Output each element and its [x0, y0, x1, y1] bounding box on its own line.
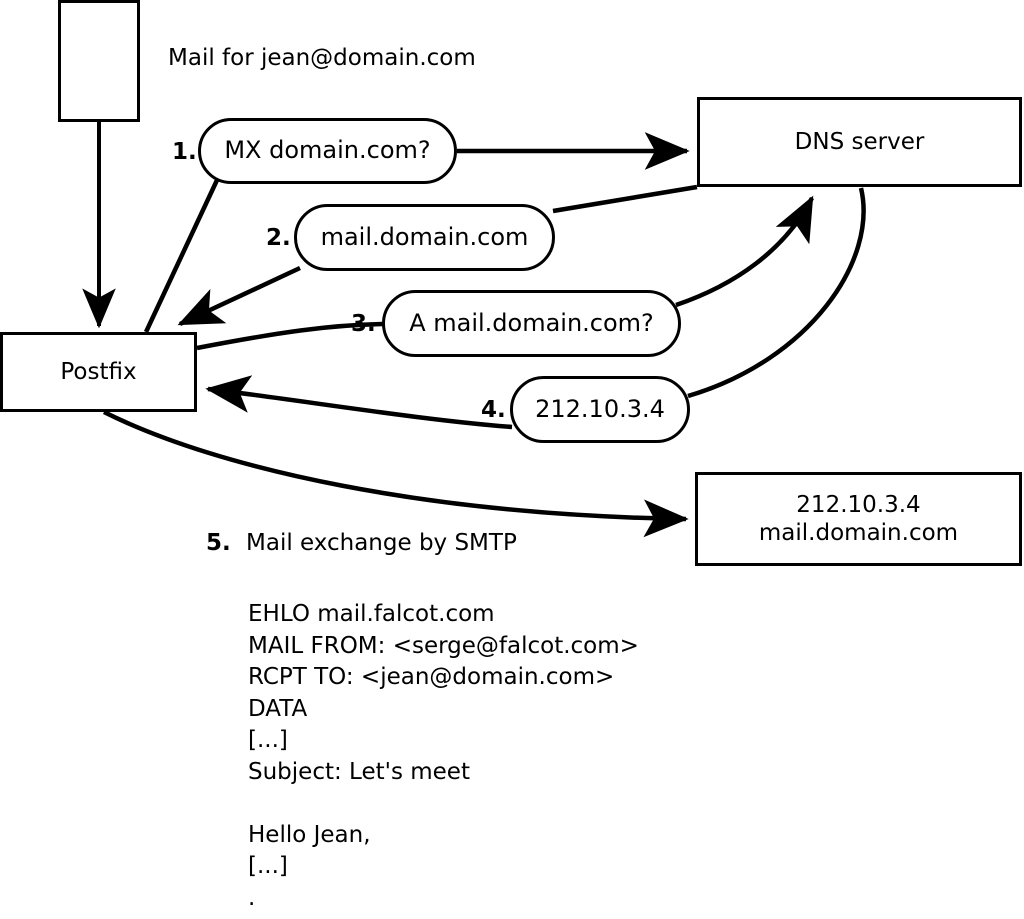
step-number-1: 1.	[172, 139, 197, 165]
step-number-4: 4.	[481, 397, 506, 423]
message-bubble-3: A mail.domain.com?	[382, 290, 681, 357]
smtp-transcript: EHLO mail.falcot.com MAIL FROM: <serge@f…	[248, 601, 639, 911]
line-dns-to-bubble2	[552, 184, 698, 214]
message-bubble-4: 212.10.3.4	[510, 376, 690, 443]
mail-server-label: 212.10.3.4 mail.domain.com	[758, 491, 959, 546]
postfix-box: Postfix	[0, 332, 197, 412]
message-bubble-2: mail.domain.com	[294, 204, 555, 271]
dns-server-label: DNS server	[794, 128, 925, 155]
line-postfix-to-bubble3	[196, 321, 385, 351]
step-5-label: Mail exchange by SMTP	[246, 530, 517, 556]
message-bubble-2-label: mail.domain.com	[320, 222, 529, 251]
line-bubble1-to-postfix	[143, 177, 221, 333]
mail-for-note: Mail for jean@domain.com	[168, 45, 476, 71]
step-number-2: 2.	[266, 225, 291, 251]
message-bubble-1: MX domain.com?	[198, 118, 457, 184]
source-box	[58, 0, 140, 122]
arrow-bubble2-to-postfix	[177, 265, 301, 327]
arrow-postfix-to-mailserver	[102, 409, 689, 538]
step-number-5: 5.	[206, 530, 231, 556]
mail-server-box: 212.10.3.4 mail.domain.com	[695, 472, 1022, 566]
line-dns-to-bubble4	[687, 187, 866, 399]
arrow-bubble3-to-dns	[675, 195, 814, 308]
step-number-3: 3.	[351, 311, 376, 337]
message-bubble-1-label: MX domain.com?	[224, 136, 431, 165]
postfix-label: Postfix	[60, 358, 137, 385]
arrow-bubble4-to-postfix	[205, 375, 513, 430]
message-bubble-4-label: 212.10.3.4	[535, 394, 665, 423]
dns-server-box: DNS server	[697, 97, 1022, 187]
message-bubble-3-label: A mail.domain.com?	[409, 308, 654, 337]
